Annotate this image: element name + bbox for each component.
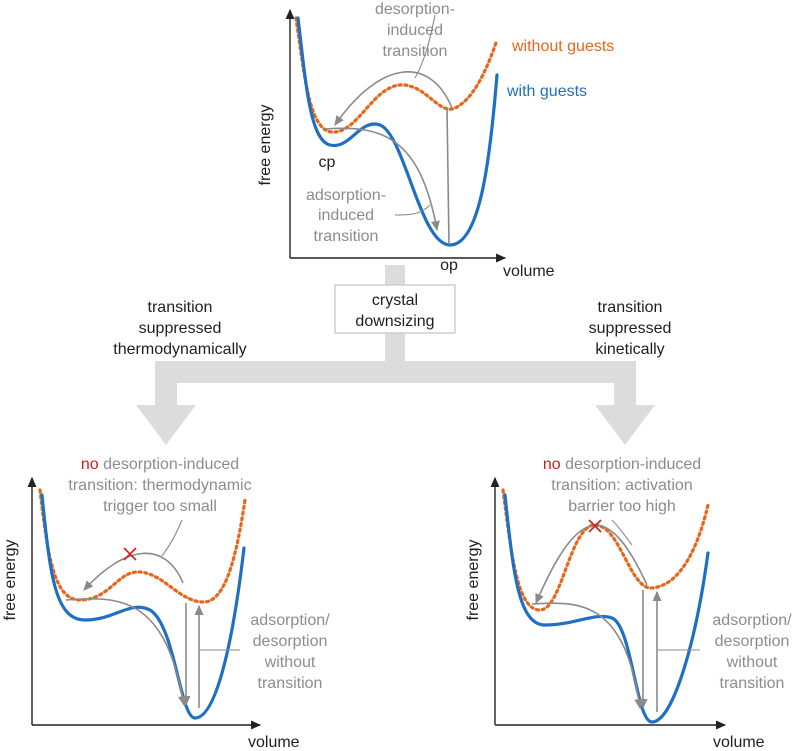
top-x-axis-label: volume (503, 263, 555, 280)
right-branch (614, 361, 636, 406)
top-panel: free energy volume desorption- induced t… (257, 1, 614, 280)
br-side-label-1: adsorption/ (712, 612, 792, 629)
br-title-leader (611, 519, 633, 546)
branch-arrows: crystal downsizing transition suppressed… (113, 265, 671, 445)
bottom-left-panel: free energy volume no desorption-induced… (2, 456, 330, 751)
top-y-axis-label: free energy (257, 105, 274, 186)
bl-desorption-arrow (83, 552, 184, 591)
top-desorption-arrow (334, 71, 453, 126)
bl-x-axis-label: volume (248, 734, 300, 751)
label-cp: cp (319, 154, 336, 171)
horizontal-band (155, 361, 636, 383)
top-vertical-arrow (446, 107, 450, 245)
legend-with-guests: with guests (506, 83, 587, 100)
br-title-line-3: barrier too high (568, 498, 676, 515)
br-adsorption-arrow (531, 602, 644, 710)
bl-title-line-2: transition: thermodynamic (68, 477, 251, 494)
br-title-line-2: transition: activation (551, 477, 692, 494)
left-arrowhead (136, 405, 196, 445)
top-desorption-leader (414, 14, 436, 79)
right-branch-label-1: transition (598, 299, 663, 316)
right-branch-label-3: kinetically (595, 341, 664, 358)
top-adsorption-label-1: adsorption- (306, 187, 386, 204)
legend-without-guests: without guests (511, 38, 614, 55)
bl-adsorption-arrow (65, 598, 187, 707)
bl-side-label-4: transition (258, 675, 323, 692)
bl-curve-without-guests (38, 488, 247, 604)
br-y-axis-label: free energy (465, 540, 482, 621)
top-adsorption-label-2: induced (318, 207, 374, 224)
br-title-line-1: no desorption-induced (543, 456, 701, 473)
downsizing-label-2: downsizing (355, 313, 434, 330)
br-cross-icon (588, 519, 602, 533)
bl-side-label-2: desorption (253, 633, 328, 650)
top-adsorption-leader (394, 204, 431, 216)
left-branch-label-2: suppressed (139, 320, 222, 337)
left-branch-label-3: thermodynamically (113, 341, 246, 358)
br-side-label-2: desorption (715, 633, 790, 650)
top-desorption-label-2: induced (387, 22, 443, 39)
bl-title-rest: desorption-induced (99, 456, 240, 473)
br-title-rest: desorption-induced (561, 456, 702, 473)
br-no-word: no (543, 456, 561, 473)
br-side-label-3: without (726, 654, 778, 671)
bl-cross-icon (123, 547, 137, 561)
stem-bottom (385, 332, 405, 362)
top-adsorption-label-3: transition (314, 228, 379, 245)
bl-title-leader (161, 519, 183, 557)
br-side-label-4: transition (720, 675, 785, 692)
downsizing-label-1: crystal (372, 292, 418, 309)
bl-side-label-3: without (264, 654, 316, 671)
bl-curve-with-guests (40, 493, 246, 720)
left-branch (155, 361, 177, 406)
label-op: op (440, 257, 458, 274)
top-desorption-label-1: desorption- (375, 1, 455, 18)
right-arrowhead (595, 405, 655, 445)
bl-title-line-3: trigger too small (103, 498, 217, 515)
bl-side-label-1: adsorption/ (250, 612, 330, 629)
bl-no-word: no (81, 456, 99, 473)
top-curve-without-guests (294, 16, 499, 134)
downsizing-box (334, 284, 456, 334)
br-x-axis-label: volume (713, 734, 765, 751)
top-desorption-label-3: transition (383, 43, 448, 60)
bl-y-axis-label: free energy (2, 540, 19, 621)
br-curve-with-guests (503, 493, 710, 724)
bl-title-line-1: no desorption-induced (81, 456, 239, 473)
left-branch-label-1: transition (148, 299, 213, 316)
br-desorption-arrow (535, 524, 648, 605)
stem-top (385, 265, 405, 285)
right-branch-label-2: suppressed (589, 320, 672, 337)
top-adsorption-arrow (324, 127, 440, 232)
bottom-right-panel: free energy volume no desorption-induced… (465, 456, 792, 751)
